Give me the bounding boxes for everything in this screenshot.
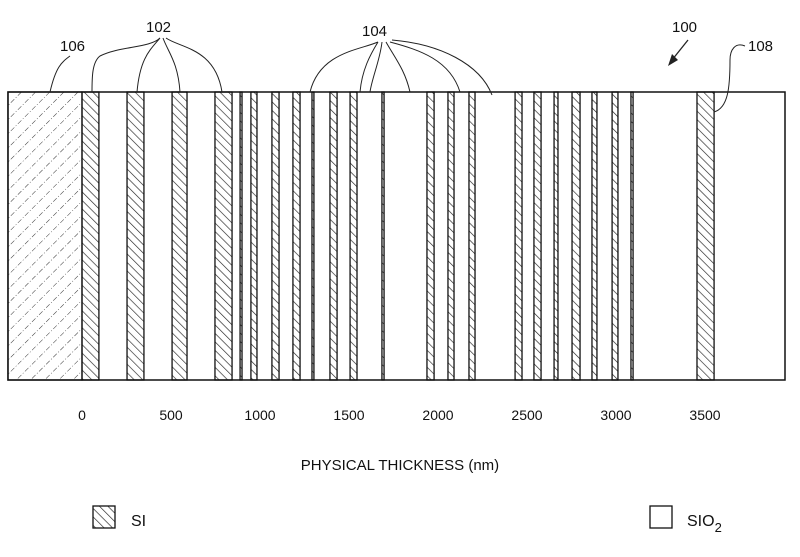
substrate-layer: [7, 91, 83, 381]
si-layer: [239, 91, 243, 381]
tick-label: 500: [159, 407, 183, 423]
si-layer: [349, 91, 358, 381]
si-layer: [292, 91, 301, 381]
si-layer: [126, 91, 145, 381]
legend-sio2-swatch: [649, 505, 673, 529]
si-layer: [381, 91, 385, 381]
si-layer: [591, 91, 598, 381]
ref-104: 104: [362, 23, 387, 40]
si-layer: [611, 91, 619, 381]
stack-outline: [7, 91, 786, 381]
tick-label: 3000: [600, 407, 631, 423]
tick-label: 2000: [422, 407, 453, 423]
si-layer: [447, 91, 455, 381]
legend-sio2-label: SIO2: [687, 513, 722, 535]
si-layer: [250, 91, 258, 381]
si-layer: [329, 91, 338, 381]
ref-108: 108: [748, 38, 773, 55]
si-layer: [571, 91, 581, 381]
legend-si-swatch: [92, 505, 116, 529]
si-layer: [468, 91, 476, 381]
tick-label: 3500: [689, 407, 720, 423]
leader-102: [91, 37, 223, 93]
si-layer: [514, 91, 523, 381]
tick-label: 0: [78, 407, 86, 423]
si-layer: [214, 91, 233, 381]
si-layer: [696, 91, 715, 381]
tick-label: 1000: [244, 407, 275, 423]
leader-104: [309, 39, 493, 96]
arrow-100: [671, 39, 689, 61]
tick-label: 1500: [333, 407, 364, 423]
si-layer: [81, 91, 100, 381]
si-layer: [630, 91, 634, 381]
si-layer: [426, 91, 435, 381]
si-layer: [311, 91, 315, 381]
leader-106: [49, 55, 71, 93]
tick-label: 2500: [511, 407, 542, 423]
si-layer: [171, 91, 188, 381]
ref-102: 102: [146, 19, 171, 36]
si-layer: [533, 91, 542, 381]
legend-si-label: SI: [131, 513, 146, 530]
leader-108: [713, 44, 746, 113]
si-layer: [553, 91, 559, 381]
axis-label: PHYSICAL THICKNESS (nm): [301, 457, 499, 474]
si-layer: [271, 91, 280, 381]
arrowhead-100: [668, 54, 678, 66]
ref-106: 106: [60, 38, 85, 55]
ref-100: 100: [672, 19, 697, 36]
